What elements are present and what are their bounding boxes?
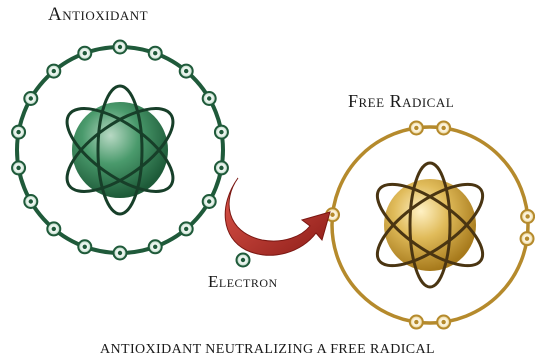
antioxidant-electron bbox=[201, 194, 217, 209]
free-radical-electron bbox=[408, 120, 424, 136]
free-radical-orbits bbox=[375, 161, 485, 289]
antioxidant-atom bbox=[11, 39, 229, 261]
antioxidant-electrons bbox=[11, 39, 229, 261]
free-electron bbox=[235, 252, 251, 268]
antioxidant-electron bbox=[147, 239, 163, 255]
free-radical-electron bbox=[436, 120, 452, 136]
free-radical-electron bbox=[520, 208, 535, 224]
antioxidant-electron bbox=[178, 221, 194, 237]
free-radical-electron bbox=[519, 231, 535, 247]
antioxidant-label: Antioxidant bbox=[48, 4, 149, 25]
antioxidant-electron bbox=[201, 91, 217, 106]
antioxidant-electron bbox=[213, 124, 229, 140]
free-radical-electrons bbox=[325, 120, 535, 330]
antioxidant-electron bbox=[178, 63, 194, 79]
antioxidant-electron bbox=[112, 245, 128, 261]
antioxidant-electron bbox=[46, 63, 62, 79]
antioxidant-electron bbox=[23, 91, 39, 106]
free-radical-nucleus bbox=[384, 179, 476, 271]
antioxidant-electron bbox=[11, 124, 27, 140]
transfer-arrow bbox=[224, 177, 331, 256]
antioxidant-electron bbox=[77, 45, 93, 61]
antioxidant-electron bbox=[112, 39, 128, 55]
antioxidant-nucleus bbox=[72, 102, 168, 198]
free-radical-atom bbox=[325, 120, 535, 330]
antioxidant-electron bbox=[23, 194, 39, 209]
antioxidant-electron bbox=[147, 45, 163, 61]
free-radical-electron bbox=[436, 314, 452, 330]
diagram-caption: Antioxidant neutralizing a free radical bbox=[100, 342, 435, 357]
free-radical-label: Free Radical bbox=[348, 91, 455, 111]
antioxidant-electron bbox=[11, 160, 27, 176]
antioxidant-electron bbox=[77, 239, 93, 255]
electron-label: Electron bbox=[208, 272, 278, 291]
free-radical-electron bbox=[408, 314, 424, 330]
antioxidant-orbits bbox=[65, 84, 175, 216]
antioxidant-electron bbox=[213, 160, 229, 176]
free-radical-shell-ring bbox=[330, 125, 530, 325]
antioxidant-electron bbox=[46, 221, 62, 237]
